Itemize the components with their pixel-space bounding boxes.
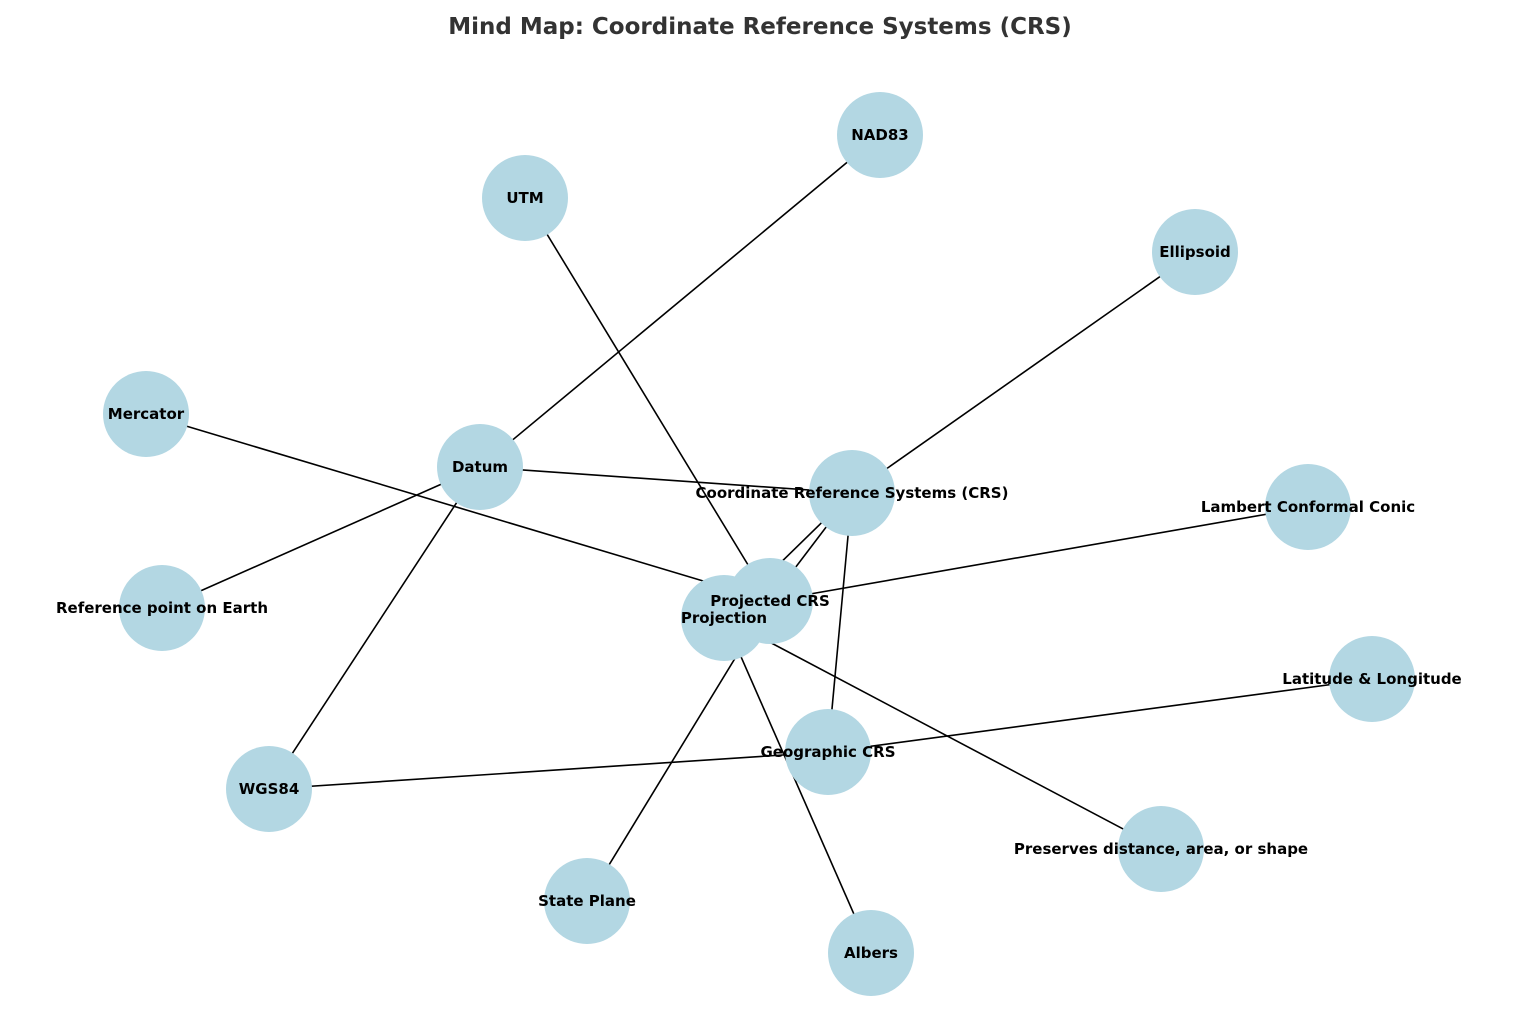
node-nad83 — [837, 92, 923, 178]
node-ellipsoid — [1152, 209, 1238, 295]
node-label-utm: UTM — [506, 189, 543, 207]
node-circle-latlong — [1329, 636, 1415, 722]
node-circle-lambert — [1265, 464, 1351, 550]
node-circle-datum — [437, 424, 523, 510]
edge-datum-refpoint — [161, 466, 481, 609]
node-label-geographic: Geographic CRS — [760, 743, 895, 761]
node-circle-preserves — [1118, 806, 1204, 892]
edge-datum-nad83 — [479, 134, 881, 468]
node-circle-crs — [809, 450, 895, 536]
node-label-latlong: Latitude & Longitude — [1282, 670, 1461, 688]
edge-projected-lambert — [769, 506, 1309, 602]
edge-geographic-wgs84 — [268, 751, 829, 790]
edge-projected-utm — [524, 197, 771, 602]
node-datum — [437, 424, 523, 510]
node-label-lambert: Lambert Conformal Conic — [1201, 498, 1415, 516]
node-label-projected: Projected CRS — [710, 592, 830, 610]
edge-geographic-latlong — [827, 678, 1373, 753]
node-label-crs: Coordinate Reference Systems (CRS) — [696, 484, 1009, 502]
node-label-albers: Albers — [844, 944, 898, 962]
node-latlong — [1329, 636, 1415, 722]
node-circle-ellipsoid — [1152, 209, 1238, 295]
node-label-refpoint: Reference point on Earth — [56, 599, 268, 617]
node-circle-albers — [828, 910, 914, 996]
node-label-datum: Datum — [452, 458, 508, 476]
edge-projected-mercator — [145, 413, 771, 602]
node-label-mercator: Mercator — [108, 405, 185, 423]
node-label-ellipsoid: Ellipsoid — [1159, 243, 1231, 261]
node-mercator — [103, 371, 189, 457]
edge-crs-datum — [479, 466, 853, 494]
node-label-nad83: NAD83 — [851, 126, 909, 144]
node-lambert — [1265, 464, 1351, 550]
node-wgs84 — [226, 746, 312, 832]
node-crs — [809, 450, 895, 536]
node-albers — [828, 910, 914, 996]
node-label-wgs84: WGS84 — [239, 780, 300, 798]
edge-crs-ellipsoid — [851, 251, 1196, 494]
node-circle-wgs84 — [226, 746, 312, 832]
node-utm — [482, 155, 568, 241]
node-circle-projection — [681, 575, 767, 661]
node-circle-nad83 — [837, 92, 923, 178]
node-circle-utm — [482, 155, 568, 241]
node-projection — [681, 575, 767, 661]
edge-datum-wgs84 — [268, 466, 481, 790]
node-stateplane — [544, 858, 630, 944]
node-preserves — [1118, 806, 1204, 892]
node-circle-refpoint — [119, 565, 205, 651]
node-layer: Coordinate Reference Systems (CRS) Geogra… — [56, 92, 1462, 996]
node-label-stateplane: State Plane — [538, 892, 636, 910]
node-geographic — [785, 709, 871, 795]
node-circle-stateplane — [544, 858, 630, 944]
edge-projection-preserves — [723, 617, 1162, 850]
node-refpoint — [119, 565, 205, 651]
page-title: Mind Map: Coordinate Reference Systems (… — [448, 14, 1072, 40]
node-circle-geographic — [785, 709, 871, 795]
edge-projection-albers — [723, 617, 872, 954]
node-label-projection: Projection — [681, 609, 767, 627]
node-label-preserves: Preserves distance, area, or shape — [1014, 840, 1308, 858]
node-circle-mercator — [103, 371, 189, 457]
edge-crs-geographic — [827, 492, 853, 753]
